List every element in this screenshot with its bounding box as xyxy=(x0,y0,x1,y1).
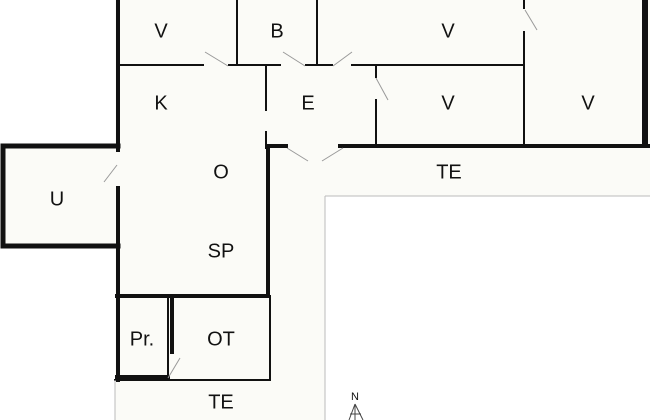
room-label-terrace-south: TE xyxy=(208,391,234,413)
room-label-terrace-east: TE xyxy=(436,161,462,183)
room-label-pantry: Pr. xyxy=(130,328,154,350)
room-label-bedroom-top-left: V xyxy=(154,20,168,42)
terrace-edges xyxy=(114,195,650,420)
north-label: N xyxy=(351,391,359,403)
room-labels: V B V V V K E O SP U TE Pr. OT TE xyxy=(50,20,596,413)
room-label-bathroom: B xyxy=(270,20,283,42)
room-label-bedroom-middle: V xyxy=(441,92,455,114)
room-label-bedroom-top-middle: V xyxy=(441,20,455,42)
room-label-kitchen: K xyxy=(154,92,168,114)
north-arrow-icon xyxy=(348,403,364,420)
doors xyxy=(103,9,538,379)
north-arrow: N xyxy=(348,391,364,420)
room-label-utility-room: U xyxy=(50,188,64,210)
room-label-bedroom-right: V xyxy=(581,92,595,114)
walls xyxy=(0,0,650,382)
room-label-entrance: E xyxy=(301,92,314,114)
room-label-dining-area: SP xyxy=(208,240,235,262)
room-label-living-room: O xyxy=(213,161,229,183)
room-label-other-room: OT xyxy=(207,328,235,350)
